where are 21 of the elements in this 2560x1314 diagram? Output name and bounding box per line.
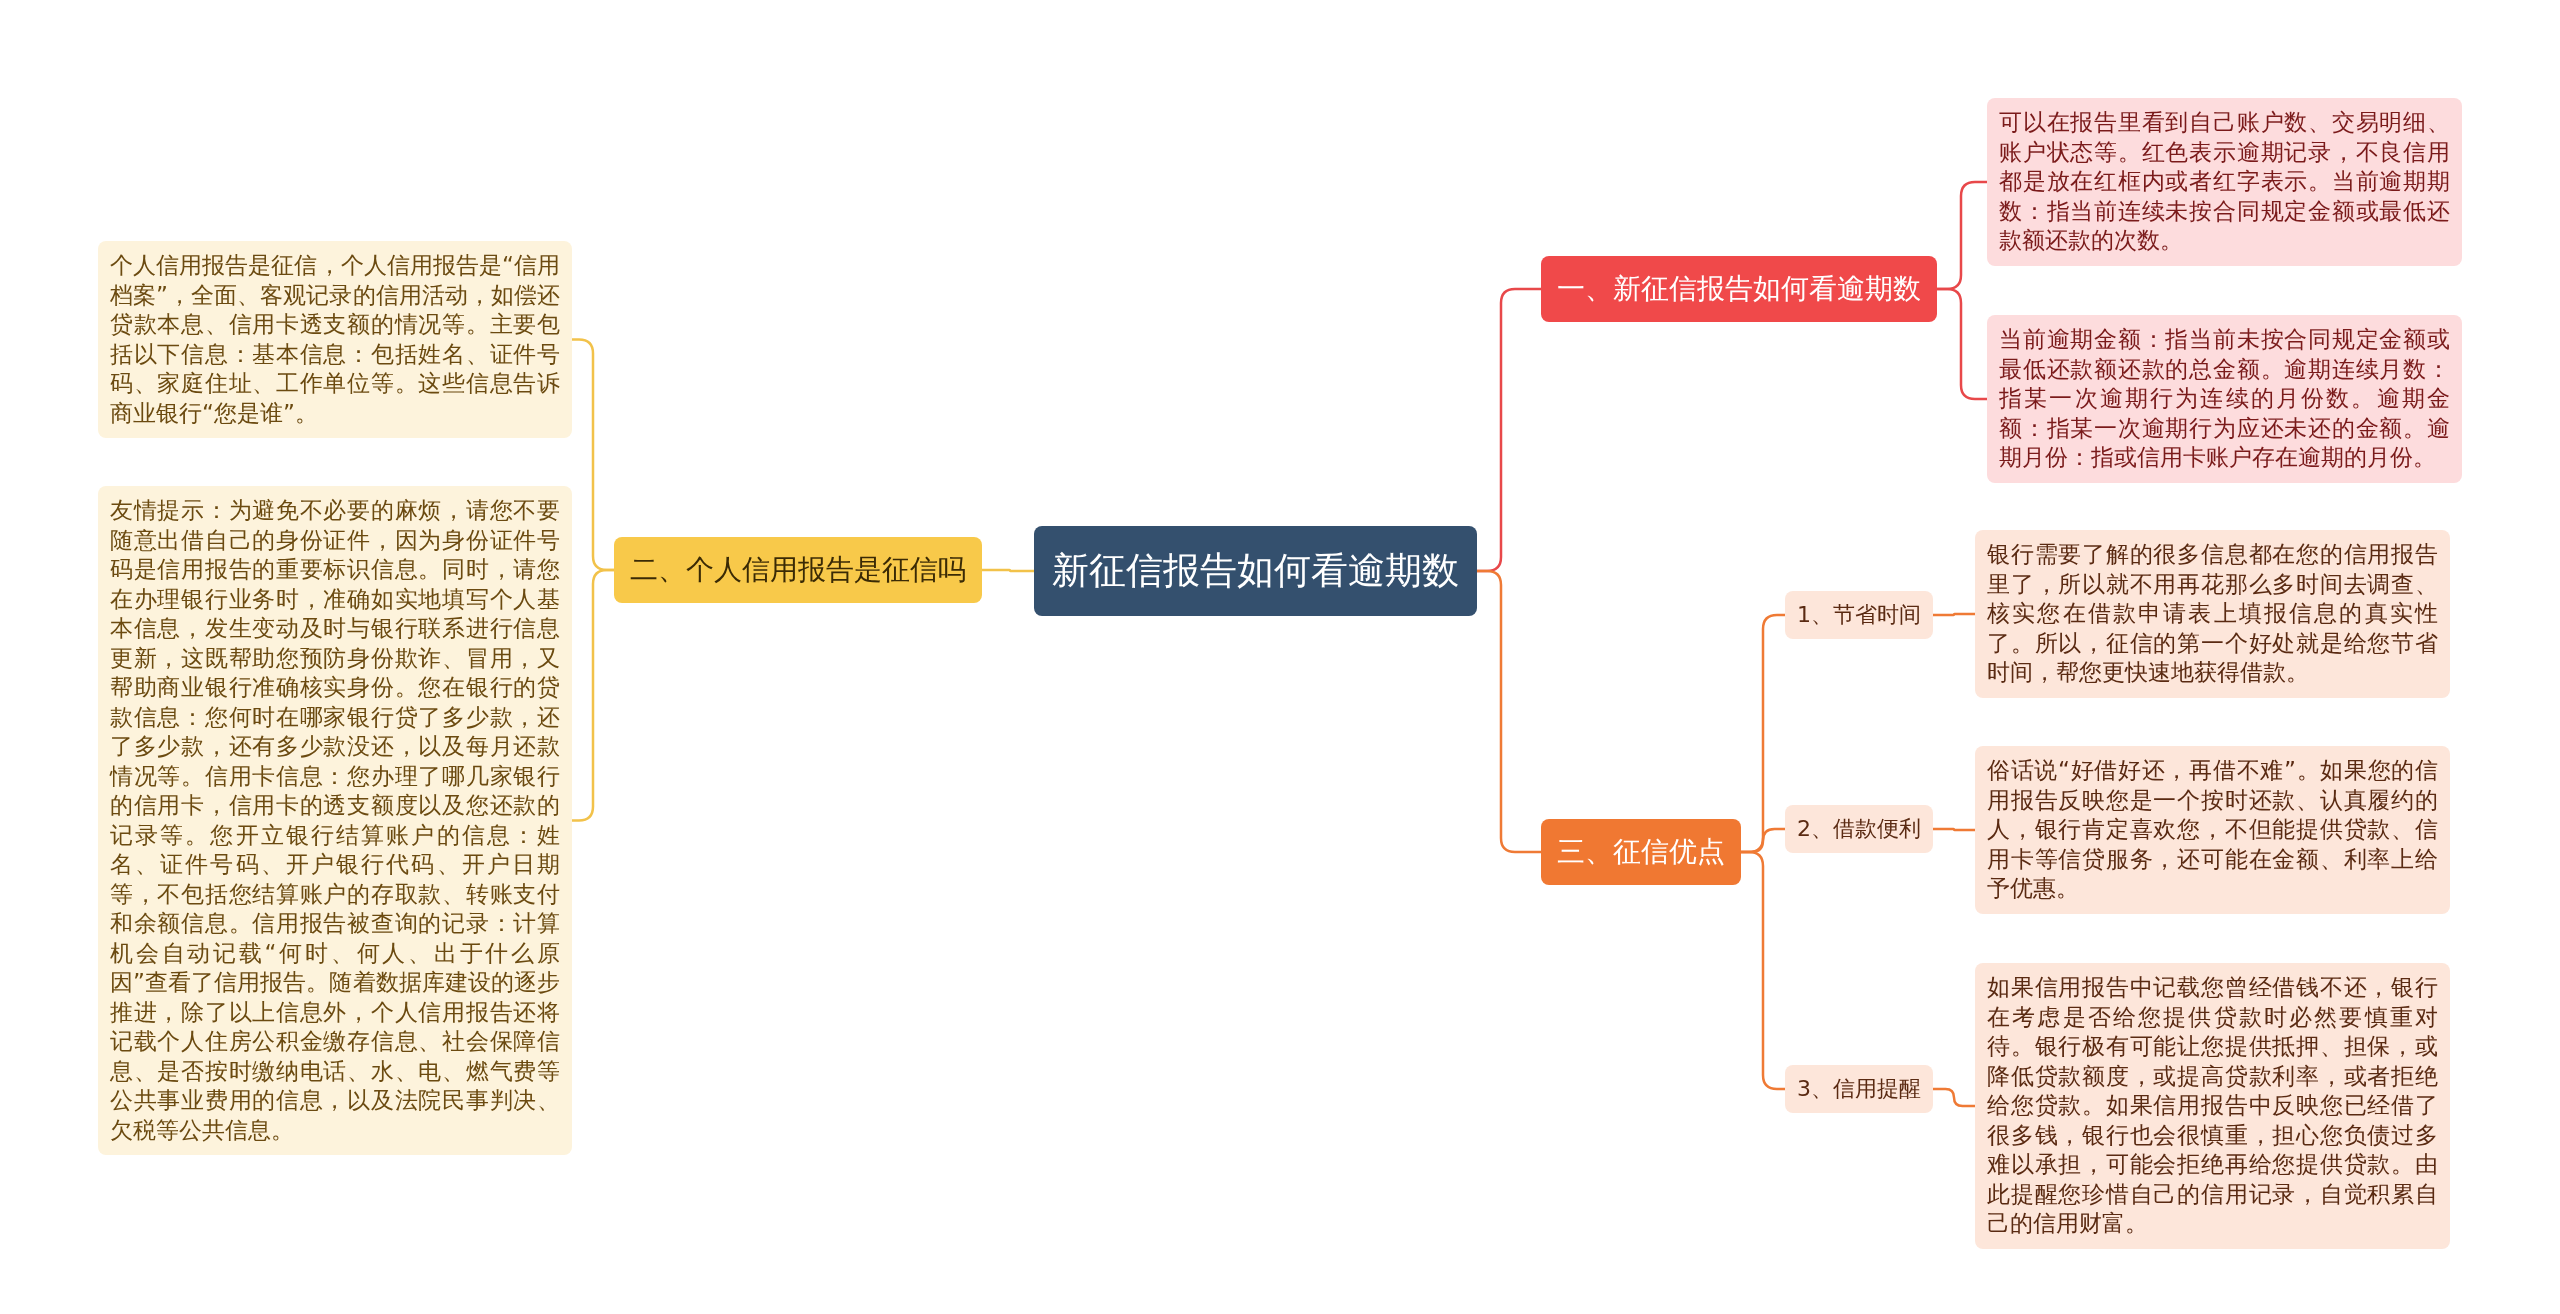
connector-line (572, 568, 614, 822)
topic-box: 三、征信优点 (1541, 819, 1741, 885)
central-topic-box: 新征信报告如何看逾期数 (1034, 526, 1477, 616)
text-card: 可以在报告里看到自己账户数、交易明细、账户状态等。红色表示逾期记录，不良信用都是放在红框内或者红字表示。当前逾期期数：指当前连续未按合同规定金额或最低还款额还款的次数。 (1987, 98, 2462, 266)
connector-line (1933, 1087, 1975, 1108)
connector-line (1933, 612, 1975, 617)
subtopic-box: 1、节省时间 (1785, 591, 1933, 639)
topic-box: 一、新征信报告如何看逾期数 (1541, 256, 1937, 322)
text-card: 如果信用报告中记载您曾经借钱不还，银行在考虑是否给您提供贷款时必然要慎重对待。银行极有可能让您提供抵押、担保，或降低贷款额度，或提高贷款利率，或者拒绝给您贷款。如果信用报告中反映您已经借了很多钱，银行也会很慎重，担心您负债过多难以承担，可能会拒绝再给您提供贷款。由此提醒您珍惜自己的信用记录，自觉积累自己的信用财富。 (1975, 963, 2450, 1249)
connector-line (1477, 569, 1541, 854)
text-card: 银行需要了解的很多信息都在您的信用报告里了，所以就不用再花那么多时间去调查、核实您在借款申请表上填报信息的真实性了。所以，征信的第一个好处就是给您节省时间，帮您更快速地获得借款。 (1975, 530, 2450, 698)
subtopic-box: 2、借款便利 (1785, 805, 1933, 853)
text-card: 俗话说“好借好还，再借不难”。如果您的信用报告反映您是一个按时还款、认真履约的人，银行肯定喜欢您，不但能提供贷款、信用卡等信贷服务，还可能在金额、利率上给予优惠。 (1975, 746, 2450, 914)
text-card: 友情提示：为避免不必要的麻烦，请您不要随意出借自己的身份证件，因为身份证件号码是信用报告的重要标识信息。同时，请您在办理银行业务时，准确如实地填写个人基本信息，发生变动及时与银行联系进行信息更新，这既帮助您预防身份欺诈、冒用，又帮助商业银行准确核实身份。您在银行的贷款信息：您何时在哪家银行贷了多少款，还了多少款，还有多少款没还，以及每月还款情况等。信用卡信息：您办理了哪几家银行的信用卡，信用卡的透支额度以及您还款的记录等。您开立银行结算账户的信息：姓名、证件号码、开户银行代码、开户日期等，不包括您结算账户的存取款、转账支付和余额信息。信用报告被查询的记录：计算机会自动记载“何时、何人、出于什么原因”查看了信用报告。随着数据库建设的逐步推进，除了以上信息外，个人信用报告还将记载个人住房公积金缴存信息、社会保障信息、是否按时缴纳电话、水、电、燃气费等公共事业费用的信息，以及法院民事判决、欠税等公共信息。 (98, 486, 572, 1155)
text-card: 个人信用报告是征信，个人信用报告是“信用档案”，全面、客观记录的信用活动，如偿还贷款本息、信用卡透支额的情况等。主要包括以下信息：基本信息：包括姓名、证件号码、家庭住址、工作单位等。这些信息告诉商业银行“您是谁”。 (98, 241, 572, 438)
connector-line (1933, 827, 1975, 832)
connector-line (1741, 850, 1785, 1091)
subtopic-box: 3、信用提醒 (1785, 1065, 1933, 1113)
text-card: 当前逾期金额：指当前未按合同规定金额或最低还款额还款的总金额。逾期连续月数：指某一次逾期行为连续的月份数。逾期金额：指某一次逾期行为应还未还的金额。逾期月份：指或信用卡账户存在逾期的月份。 (1987, 315, 2462, 483)
topic-box: 二、个人信用报告是征信吗 (614, 537, 982, 603)
connector-line (982, 568, 1034, 573)
